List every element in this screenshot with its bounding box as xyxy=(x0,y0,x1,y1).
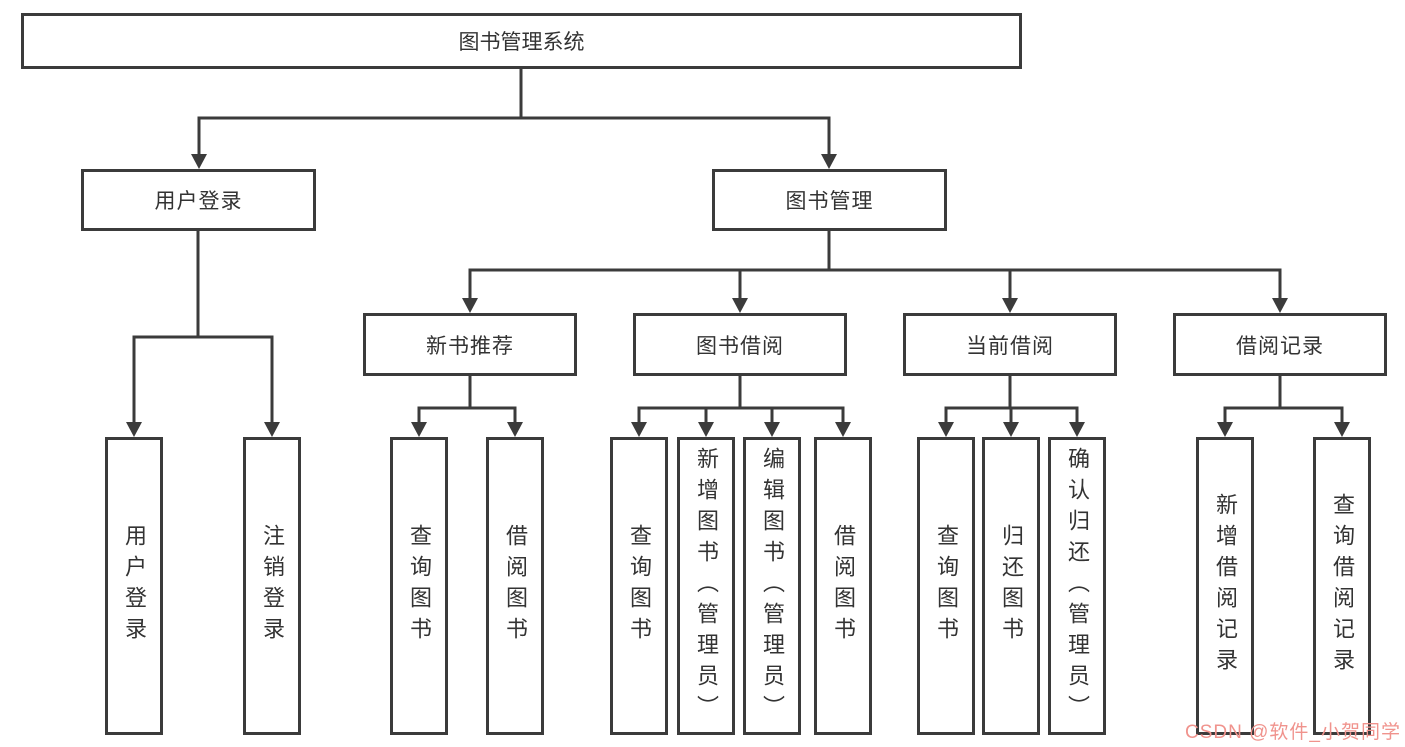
node-new-book-recommend: 新书推荐 xyxy=(363,313,577,376)
node-borrow-records: 借阅记录 xyxy=(1173,313,1387,376)
leaf-confirm-return-admin: 确认归还（管理员） xyxy=(1048,437,1106,735)
leaf-borrow-books-recommend: 借阅图书 xyxy=(486,437,544,735)
leaf-add-borrow-record: 新增借阅记录 xyxy=(1196,437,1254,735)
node-user-login-group: 用户登录 xyxy=(81,169,316,231)
node-current-borrow: 当前借阅 xyxy=(903,313,1117,376)
leaf-user-login: 用户登录 xyxy=(105,437,163,735)
node-book-borrow: 图书借阅 xyxy=(633,313,847,376)
leaf-query-books-recommend: 查询图书 xyxy=(390,437,448,735)
leaf-return-books: 归还图书 xyxy=(982,437,1040,735)
arrowheads xyxy=(126,154,1350,437)
csdn-watermark: CSDN @软件_小贺同学 xyxy=(1185,722,1401,743)
leaf-add-books-admin: 新增图书（管理员） xyxy=(677,437,735,735)
node-root-system: 图书管理系统 xyxy=(21,13,1022,69)
leaf-borrow-books: 借阅图书 xyxy=(814,437,872,735)
leaf-query-borrow-record: 查询借阅记录 xyxy=(1313,437,1371,735)
leaf-query-books-current: 查询图书 xyxy=(917,437,975,735)
node-book-management: 图书管理 xyxy=(712,169,947,231)
leaf-logout: 注销登录 xyxy=(243,437,301,735)
leaf-query-books-borrow: 查询图书 xyxy=(610,437,668,735)
leaf-edit-books-admin: 编辑图书（管理员） xyxy=(743,437,801,735)
